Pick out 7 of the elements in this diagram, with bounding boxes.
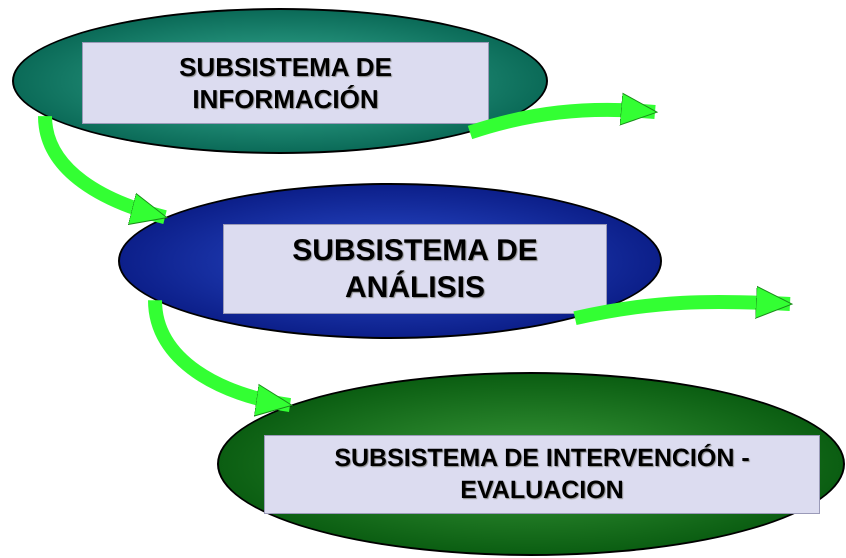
arrow — [38, 115, 168, 224]
arrow — [574, 286, 792, 326]
arrow — [148, 300, 292, 416]
node-label: SUBSISTEMA DE ANÁLISIS — [291, 232, 539, 306]
node-label: SUBSISTEMA DE INTERVENCIÓN - EVALUACION — [333, 443, 751, 506]
arrow — [468, 93, 658, 140]
node-label: SUBSISTEMA DE INFORMACIÓN — [178, 50, 393, 116]
